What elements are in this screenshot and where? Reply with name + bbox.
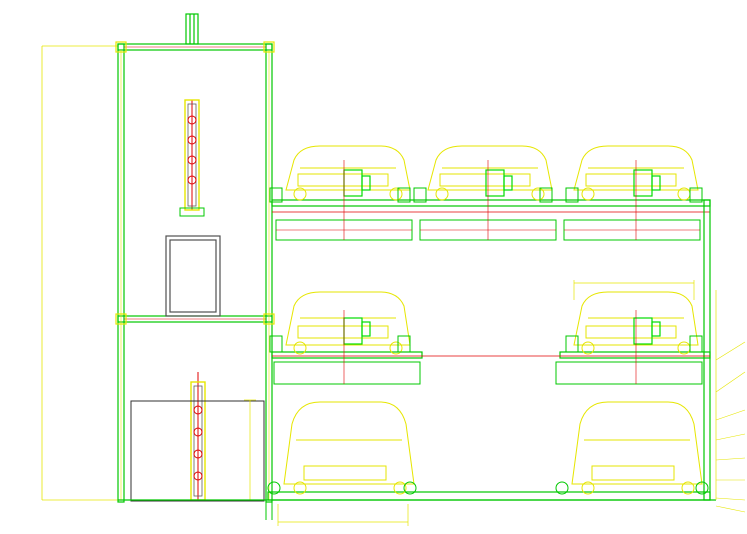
lift-cylinder-icon [190,372,206,501]
car-side-outline-icon [427,145,553,201]
platform-width-dimension [277,504,409,526]
machine-room-dimension [244,399,256,500]
car-side-outline-icon [285,291,411,355]
counterweight-frame [165,235,221,317]
lift-tower [115,13,275,503]
car-side-outline-icon [283,401,415,495]
parking-structure-frame [118,199,716,501]
car-side-outline-icon [285,145,411,201]
lift-cylinder-icon [179,99,205,217]
machine-room-block [130,400,265,502]
axis-lines [343,160,637,384]
sprocket-wheel-icon [267,187,709,495]
bay-width-dimension [573,280,717,500]
car-side-outline-icon [571,401,703,495]
middle-level-tray [273,361,703,385]
overall-height-dimension [41,45,118,501]
base-marker [265,500,273,520]
leader-lines [715,341,746,513]
